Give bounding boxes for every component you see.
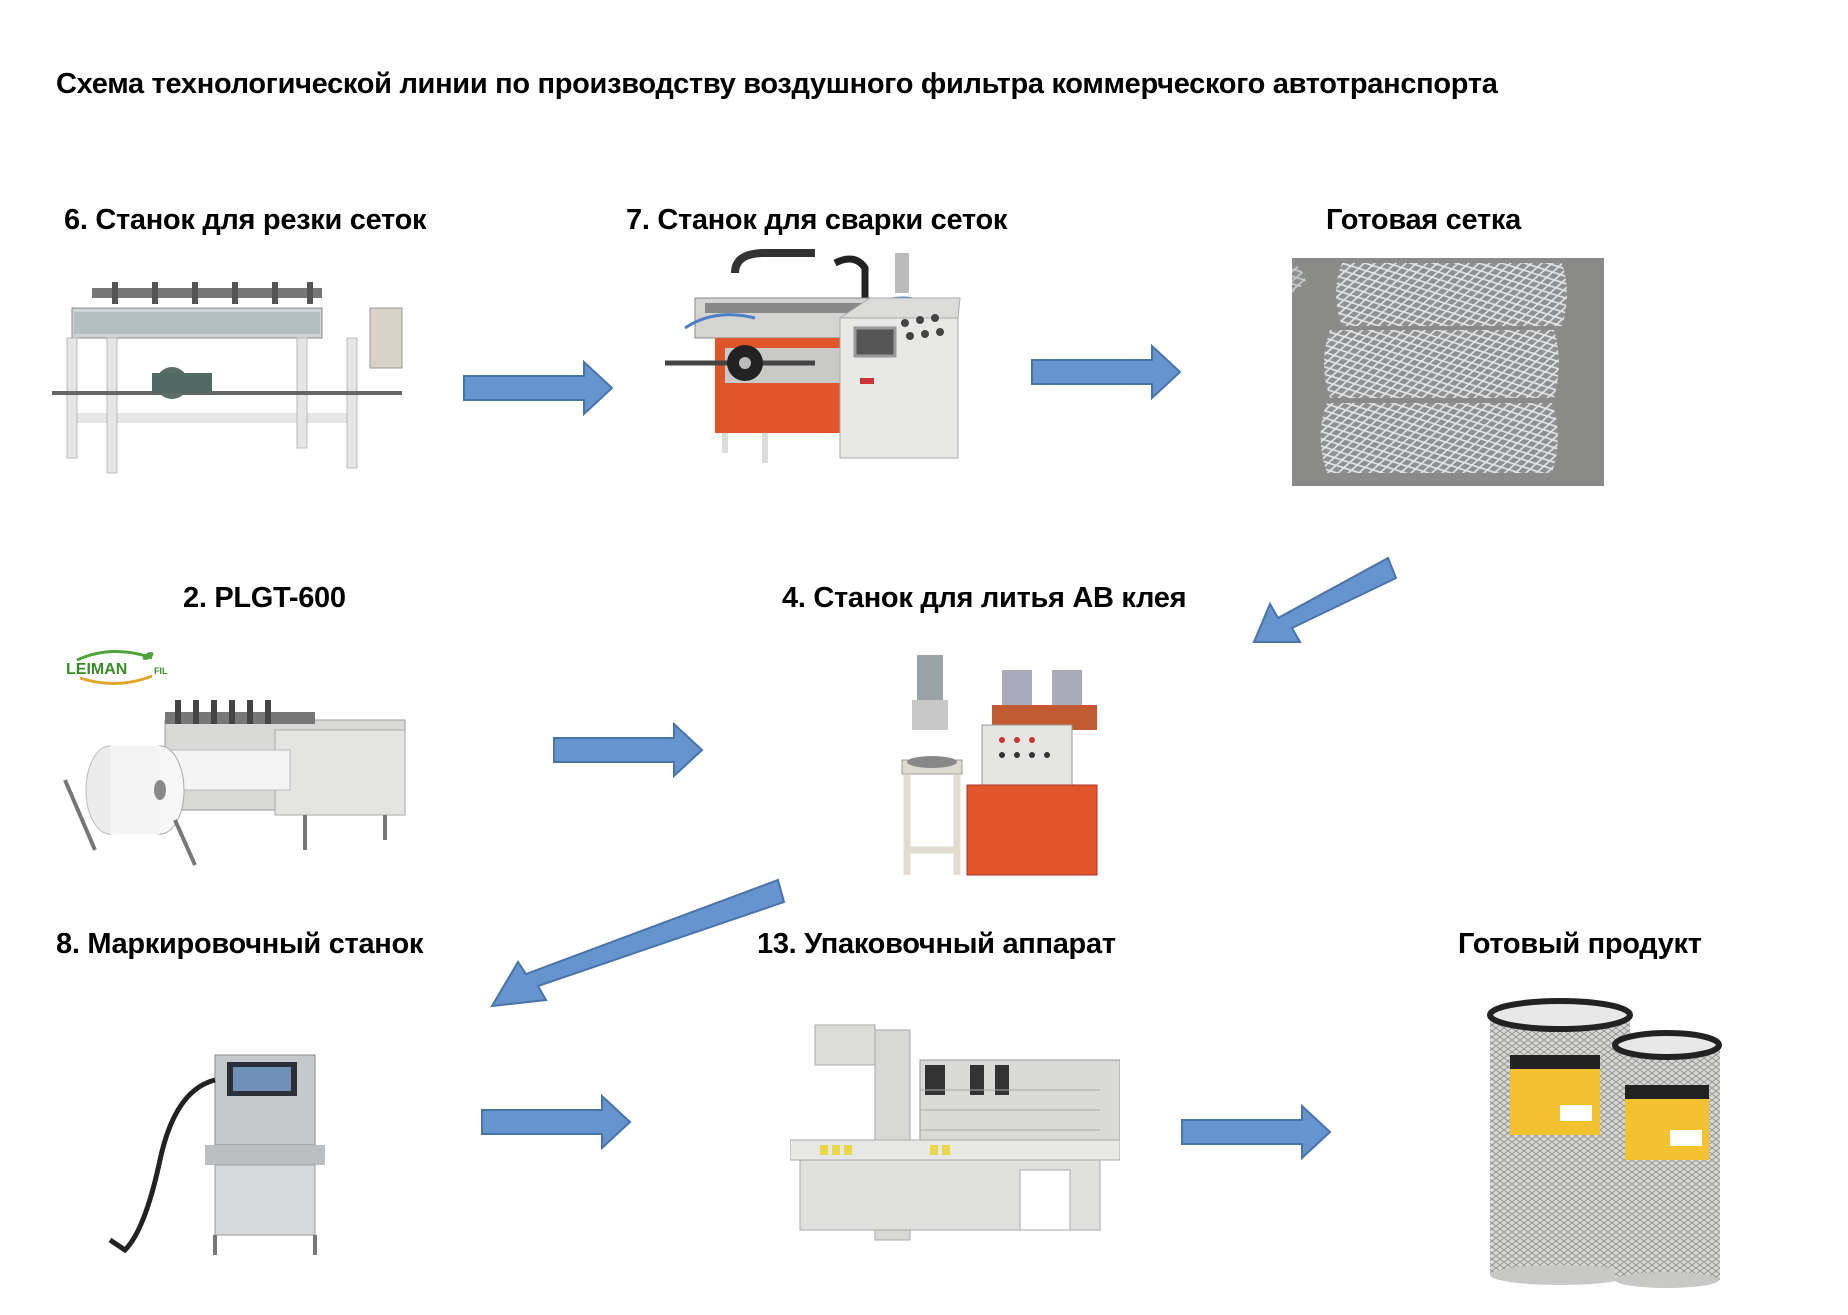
mesh-welding-machine-image	[665, 249, 961, 463]
finished-mesh-image	[1292, 258, 1604, 486]
flow-arrow-pleating-to-glue	[553, 721, 704, 779]
logo-suffix-text: FIL	[154, 666, 168, 676]
leimanfil-logo: LEIMAN FIL	[62, 648, 182, 686]
flow-arrow-glue-to-marking	[490, 878, 786, 1008]
step-label-finished-mesh: Готовая сетка	[1326, 204, 1521, 236]
diagram-title: Схема технологической линии по производс…	[56, 68, 1498, 100]
step-label-pleating-machine: 2. PLGT-600	[183, 582, 346, 614]
step-label-mesh-cutting: 6. Станок для резки сеток	[64, 204, 427, 236]
logo-main-text: LEIMAN	[66, 661, 127, 678]
step-label-marking-machine: 8. Маркировочный станок	[56, 928, 424, 960]
flow-arrow-mesh-to-glue	[1252, 556, 1398, 643]
pleating-machine-image	[63, 700, 406, 866]
step-label-packaging-machine: 13. Упаковочный аппарат	[757, 928, 1116, 960]
flow-arrow-packaging-to-product	[1181, 1103, 1332, 1161]
glue-machine-image	[901, 655, 1098, 876]
flow-arrow-cutting-to-welding	[463, 359, 614, 417]
finished-filters-image	[1487, 998, 1722, 1288]
flow-arrow-welding-to-mesh	[1031, 343, 1182, 401]
step-label-mesh-welding: 7. Станок для сварки сеток	[626, 204, 1008, 236]
step-label-glue-machine: 4. Станок для литья AB клея	[782, 582, 1187, 614]
flow-arrow-marking-to-packaging	[481, 1093, 632, 1151]
packaging-machine-image	[790, 1024, 1120, 1241]
step-label-finished-product: Готовый продукт	[1458, 928, 1702, 960]
marking-machine-image	[108, 1054, 325, 1255]
mesh-cutting-machine-image	[52, 282, 403, 474]
